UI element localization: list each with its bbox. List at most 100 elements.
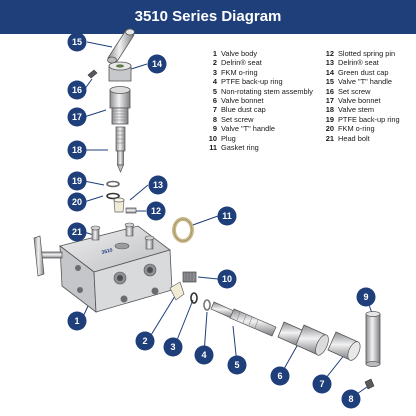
legend-number: 8 (212, 114, 217, 124)
callout-badges: 15 1 4 16 17 18 19 13 20 12 11 21 10 1 2 … (67, 32, 376, 409)
fkm-o-ring-upper-part (106, 192, 120, 200)
legend-label: Valve stem (338, 105, 375, 115)
slotted-spring-pin-part (125, 207, 137, 214)
callout-badge: 2 (135, 331, 155, 351)
legend-number: 19 (325, 114, 334, 124)
legend-label: FKM o-ring (221, 67, 258, 77)
callout-number: 4 (201, 350, 206, 360)
callout-number: 1 (74, 316, 79, 326)
legend-number: 20 (325, 124, 334, 134)
header-bar: 3510 Series Diagram (0, 0, 416, 34)
legend-number: 2 (212, 58, 217, 68)
callout-number: 15 (72, 37, 82, 47)
ptfe-backup-ring-lower-part (203, 299, 211, 311)
legend-label: Valve bonnet (338, 96, 381, 106)
callout-number: 2 (142, 336, 147, 346)
callout-badge: 7 (312, 374, 332, 394)
set-screw-upper-part (87, 69, 98, 79)
callout-badge: 9 (356, 287, 376, 307)
callout-badge: 6 (270, 366, 290, 386)
callout-badge: 15 (67, 32, 87, 52)
callout-badge: 10 (217, 269, 237, 289)
legend-item: 3 FKM o-ring (204, 68, 313, 77)
legend-label: Valve "T" handle (221, 124, 276, 134)
callout-number: 5 (234, 360, 239, 370)
legend-label: Plug (221, 133, 236, 143)
plug-part (182, 271, 197, 283)
legend-label: Non-rotating stem assembly (221, 86, 314, 96)
legend-number: 15 (325, 77, 334, 87)
head-bolt-part (90, 222, 155, 250)
legend-item: 12 Slotted spring pin (321, 49, 400, 58)
fkm-o-ring-lower-part (190, 292, 198, 304)
callout-number: 12 (151, 206, 161, 216)
callout-badge: 19 (67, 171, 87, 191)
callout-badge: 1 (67, 311, 87, 331)
callout-number: 18 (72, 145, 82, 155)
callout-badge: 20 (67, 192, 87, 212)
valve-body-part: 3510 (59, 225, 173, 313)
valve-t-handle-upper-part (107, 28, 135, 64)
valve-t-handle-lower-part (365, 311, 381, 367)
legend-number: 6 (212, 96, 217, 106)
callout-number: 8 (348, 394, 353, 404)
blue-dust-cap-part (327, 331, 361, 361)
callout-number: 6 (277, 371, 282, 381)
callout-number: 16 (72, 85, 82, 95)
legend-number: 9 (212, 124, 217, 134)
callout-badge: 16 (67, 80, 87, 100)
callout-badge: 4 (194, 345, 214, 365)
legend-label: Set screw (338, 86, 371, 96)
legend-number: 5 (212, 86, 217, 96)
legend-label: Gasket ring (221, 143, 259, 153)
valve-bonnet-lower-part (277, 321, 329, 356)
legend-item: 6 Valve bonnet (204, 96, 313, 105)
legend-number: 4 (212, 77, 217, 87)
legend-label: Green dust cap (338, 67, 389, 77)
legend-number: 1 (212, 49, 217, 58)
callout-badge: 13 (148, 175, 168, 195)
legend-label: Delrin® seat (221, 58, 262, 68)
legend-label: PTFE back-up ring (338, 114, 400, 124)
callout-number: 10 (222, 274, 232, 284)
callout-badge: 12 (146, 201, 166, 221)
legend-label: Delrin® seat (338, 58, 379, 68)
legend-item: 2 Delrin® seat (204, 58, 313, 67)
legend-number: 7 (212, 105, 217, 115)
legend-item: 5 Non-rotating stem assembly (204, 87, 313, 96)
callout-number: 19 (72, 176, 82, 186)
legend-label: Valve body (221, 49, 258, 58)
assembled-t-handle-left (33, 235, 63, 277)
callout-number: 21 (72, 227, 82, 237)
legend-label: PTFE back-up ring (221, 77, 283, 87)
callout-number: 7 (319, 379, 324, 389)
valve-stem-upper-part (115, 126, 126, 173)
legend-item: 1 Valve body (204, 49, 313, 58)
callout-badge: 8 (341, 389, 361, 409)
legend-number: 12 (325, 49, 334, 58)
legend-label: Slotted spring pin (338, 49, 396, 58)
callout-badge: 11 (217, 206, 237, 226)
valve-bonnet-upper-part (109, 86, 131, 125)
legend-label: Valve bonnet (221, 96, 264, 106)
legend-number: 3 (212, 67, 217, 77)
legend-label: Head bolt (338, 133, 370, 143)
callout-badge: 17 (67, 107, 87, 127)
legend-label: Set screw (221, 114, 254, 124)
diagram-title: 3510 Series Diagram (134, 8, 282, 25)
legend-item: 8 Set screw (204, 115, 313, 124)
legend-label: Blue dust cap (221, 105, 266, 115)
